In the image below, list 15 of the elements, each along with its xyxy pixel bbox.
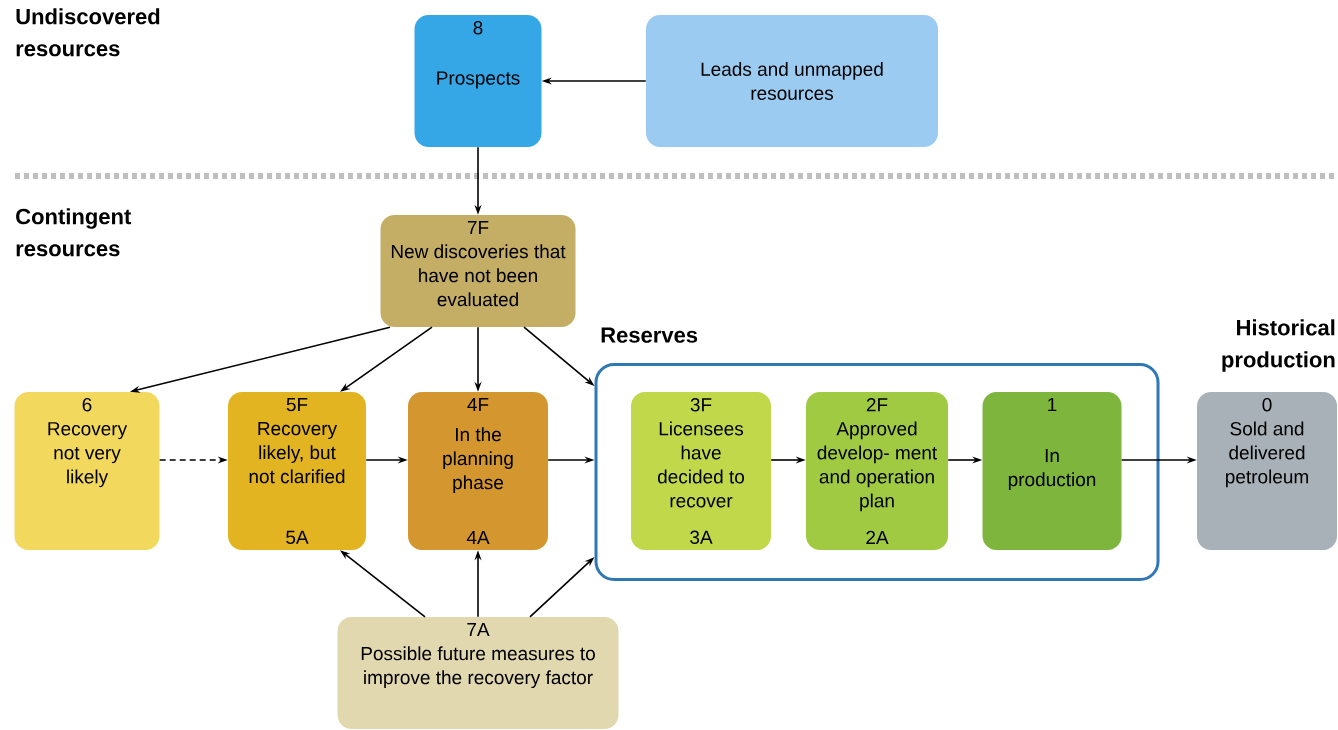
section-heading: Contingent resources xyxy=(16,208,132,257)
process-box: 4F In the planning phase 4A xyxy=(408,392,548,550)
process-box: 6 Recovery not very likely xyxy=(14,392,160,550)
process-box: 7A Possible future measures to improve the recovery factor xyxy=(337,617,619,729)
process-box: 0 Sold and delivered petroleum xyxy=(1197,392,1337,550)
section-heading: Reserves xyxy=(601,327,698,343)
section-heading: Undiscovered resources xyxy=(16,8,160,57)
section-heading: Historical production xyxy=(1222,319,1335,372)
process-box: 3F Licensees have decided to recover 3A xyxy=(631,392,771,550)
process-box: 5F Recovery likely, but not clarified 5A xyxy=(228,392,366,550)
process-box: 8 Prospects xyxy=(414,15,542,147)
process-box: 1 In production xyxy=(982,392,1122,550)
process-box: 7F New discoveries that have not been evaluated xyxy=(380,215,576,327)
process-box: Leads and unmapped resources xyxy=(646,15,938,147)
process-box: 2F Approved develop- ment and operation plan 2A xyxy=(806,392,948,550)
